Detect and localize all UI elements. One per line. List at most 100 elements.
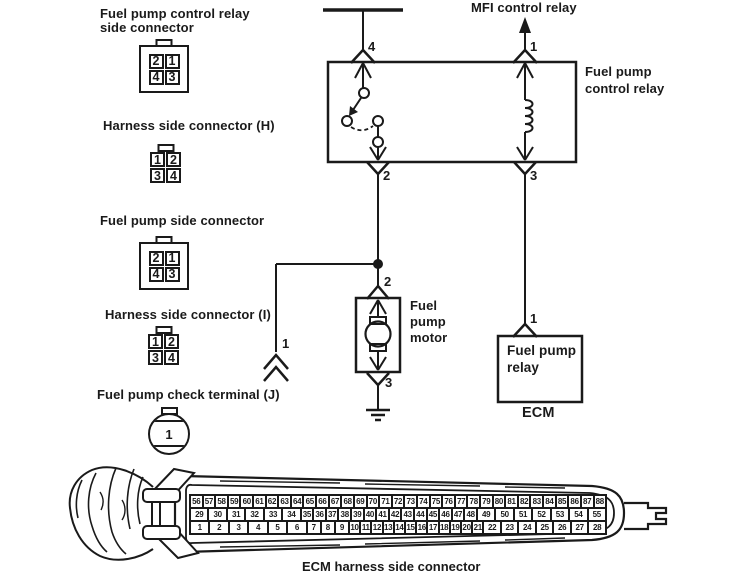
ecm-pin-24: 24: [517, 520, 537, 535]
connector-pin: 4: [166, 168, 181, 183]
connector-pin: 4: [148, 266, 164, 282]
connector-pin-grid: 2 1 4 3: [148, 53, 180, 85]
ecm-pin-10: 10: [347, 520, 362, 535]
harness-strap: [142, 467, 200, 560]
ecm-pin1-chevron: [512, 322, 538, 338]
fuel-pump-control-relay-box: [326, 60, 578, 164]
terminal-chord-line: [150, 445, 188, 447]
legend-label-fuel-pump-side: Fuel pump side connector: [100, 214, 264, 228]
ecm-pin-28: 28: [587, 520, 607, 535]
legend-label-line: side connector: [100, 20, 194, 35]
motor-pin-3-label: 3: [385, 375, 393, 390]
legend-label-fuel-pump-control-relay-side: Fuel pump control relay side connector: [100, 7, 250, 35]
ecm-pin-1-label: 1: [530, 311, 538, 326]
ecm-pin-3: 3: [227, 520, 250, 535]
ecm-pin-17: 17: [426, 520, 440, 535]
motor-brush-top: [369, 316, 387, 325]
mfi-arrowhead: [519, 17, 531, 33]
connector-pin: 1: [164, 250, 180, 266]
relay-coil: [524, 99, 534, 133]
ecm-pin-14: 14: [392, 520, 406, 535]
connector-pin: 3: [164, 266, 180, 282]
connector-check-terminal-j: 1: [148, 413, 190, 455]
connector-pin: 3: [148, 350, 163, 365]
ecm-internal-line: Fuel pump: [507, 343, 577, 358]
connector-harness-side-i: 1 2 3 4: [148, 326, 179, 365]
connector-pin: 3: [164, 69, 180, 85]
legend-label-line: Harness side connector (I): [105, 307, 271, 322]
switch-contact-left: [341, 115, 353, 127]
connector-pin-grid: 1 2 3 4: [148, 334, 179, 365]
wire-branch-check-terminal: [275, 263, 378, 352]
ecm-internal-line: relay: [507, 360, 540, 375]
check-terminal-pin-label: 1: [282, 336, 290, 351]
motor-pin2-chevron: [366, 284, 390, 300]
connector-pin: 4: [164, 350, 179, 365]
legend-label-check-terminal-j: Fuel pump check terminal (J): [97, 388, 280, 402]
connector-pin-grid: 1 2 3 4: [150, 152, 181, 183]
buckle-rails: [151, 502, 161, 526]
switch-arrowhead: [349, 106, 358, 116]
motor-label-line: Fuel: [410, 298, 438, 313]
check-terminal-chevrons: [263, 353, 289, 382]
ground-symbol: [366, 408, 390, 422]
fuel-pump-motor-box: [354, 296, 402, 374]
connector-pin: 2: [148, 250, 164, 266]
fuel-pump-control-relay-label: Fuel pump control relay: [585, 63, 664, 97]
connector-tab: [155, 39, 173, 47]
relay-label-line: control relay: [585, 81, 665, 96]
connector-body-ribs: [219, 480, 566, 548]
mfi-label-line: MFI control relay: [471, 0, 577, 15]
relay-label-line: Fuel pump: [585, 64, 652, 79]
ecm-pin-6: 6: [286, 520, 308, 535]
ecm-pin-26: 26: [552, 520, 572, 535]
connector-latch: [624, 501, 668, 531]
connector-pin: 1: [150, 152, 165, 167]
legend-label-line: Harness side connector (H): [103, 118, 275, 133]
connector-pin: 3: [150, 168, 165, 183]
switch-contact-top: [358, 87, 370, 99]
connector-pin: 2: [164, 334, 179, 349]
connector-pin: 1: [148, 334, 163, 349]
ecm-pin-1: 1: [189, 520, 211, 535]
ecm-pin-2: 2: [208, 520, 230, 535]
legend-label-harness-side-h: Harness side connector (H): [103, 119, 275, 133]
pin1-connector-chevron: [512, 48, 538, 64]
relay-pin-3-label: 3: [530, 168, 538, 183]
connector-pin: 1: [164, 53, 180, 69]
ecm-name-label: ECM: [522, 406, 555, 421]
harness-sketch: [68, 466, 154, 561]
motor-label-line: pump: [410, 314, 446, 329]
terminal-chord-line: [150, 420, 188, 422]
switch-dashed-link: [350, 125, 374, 132]
buckle-top: [142, 488, 181, 503]
ecm-connector-caption: ECM harness side connector: [302, 559, 481, 574]
ecm-pin-4: 4: [247, 520, 269, 535]
connector-tab: [155, 236, 173, 244]
connector-pin: 2: [148, 53, 164, 69]
connector-pin-grid: 2 1 4 3: [148, 250, 180, 282]
connector-tab: [155, 326, 172, 334]
ecm-internal-label: Fuel pump relay: [507, 342, 576, 376]
connector-harness-side-h: 1 2 3 4: [150, 144, 181, 183]
legend-label-line: Fuel pump control relay: [100, 6, 250, 21]
legend-label-line: Fuel pump side connector: [100, 213, 265, 228]
switch-contact-bottom: [372, 136, 384, 148]
connector-pin: 4: [148, 69, 164, 85]
relay-pin-2-label: 2: [383, 168, 391, 183]
relay-pin-1-label: 1: [530, 39, 538, 54]
ecm-pin-8: 8: [319, 520, 336, 535]
legend-label-harness-side-i: Harness side connector (I): [105, 308, 271, 322]
circuit-wires: [263, 8, 584, 422]
motor-label-line: motor: [410, 330, 448, 345]
fuel-pump-motor-label: Fuel pump motor: [410, 298, 447, 346]
legend-label-line: Fuel pump check terminal (J): [97, 387, 280, 402]
connector-fuel-pump-control-relay-side: 2 1 4 3: [139, 39, 189, 93]
motor-circle: [364, 320, 392, 348]
connector-body-inner: [185, 483, 615, 545]
switch-contact-right: [372, 115, 384, 127]
mfi-control-relay-label: MFI control relay: [471, 1, 577, 15]
